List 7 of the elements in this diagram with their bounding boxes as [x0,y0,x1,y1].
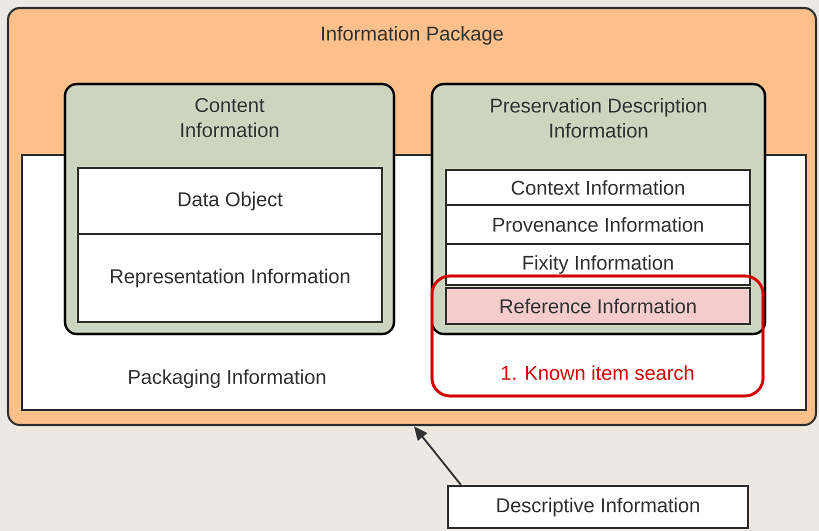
provenance-box: Provenance Information [445,204,751,245]
fixity-box: Fixity Information [445,243,751,286]
reference-box: Reference Information [445,287,751,325]
representation-box: Representation Information [77,233,383,323]
context-box: Context Information [445,169,751,206]
data-object-box: Data Object [77,167,383,235]
descriptive-box: Descriptive Information [447,485,749,529]
